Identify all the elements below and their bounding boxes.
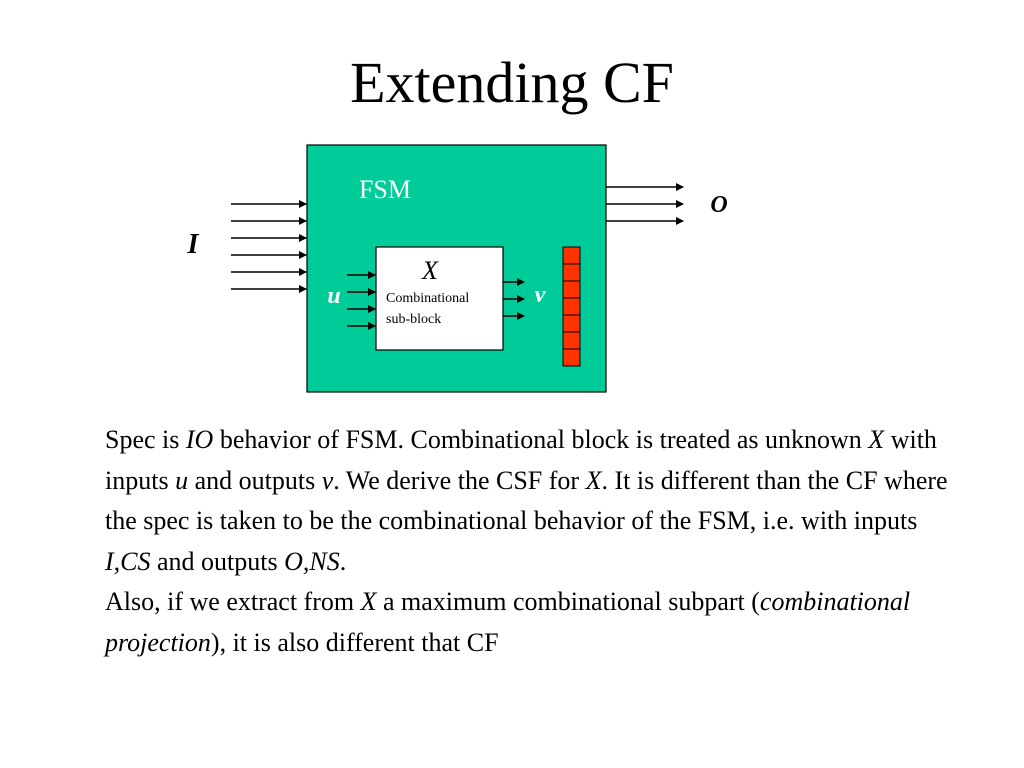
fsm-label: FSM bbox=[359, 175, 411, 204]
register-cell bbox=[562, 280, 581, 299]
fsm-diagram: FSM I O X Combinational sub-block u v bbox=[187, 144, 728, 393]
register-cell bbox=[562, 348, 581, 367]
u-label: u bbox=[327, 283, 340, 309]
input-label: I bbox=[187, 229, 200, 260]
v-arrows bbox=[503, 278, 525, 320]
u-arrows bbox=[347, 271, 376, 330]
output-label: O bbox=[710, 192, 727, 218]
register-cell bbox=[562, 263, 581, 282]
body-paragraph-2: Also, if we extract from X a maximum com… bbox=[105, 587, 911, 657]
register-cell bbox=[562, 246, 581, 265]
sub-block-box bbox=[375, 246, 504, 351]
state-register bbox=[562, 246, 581, 367]
x-label: X bbox=[421, 256, 439, 285]
v-label: v bbox=[535, 282, 546, 308]
output-arrows bbox=[606, 183, 684, 225]
register-cell bbox=[562, 331, 581, 350]
register-cell bbox=[562, 314, 581, 333]
slide-title: Extending CF bbox=[350, 50, 674, 115]
sub-block-label-line2: sub-block bbox=[386, 312, 441, 327]
body-text: Spec is IO behavior of FSM. Combinationa… bbox=[105, 420, 955, 663]
input-arrows bbox=[231, 200, 307, 293]
sub-block-label-line1: Combinational bbox=[386, 291, 469, 306]
body-paragraph-1: Spec is IO behavior of FSM. Combinationa… bbox=[105, 425, 948, 576]
register-cell bbox=[562, 297, 581, 316]
